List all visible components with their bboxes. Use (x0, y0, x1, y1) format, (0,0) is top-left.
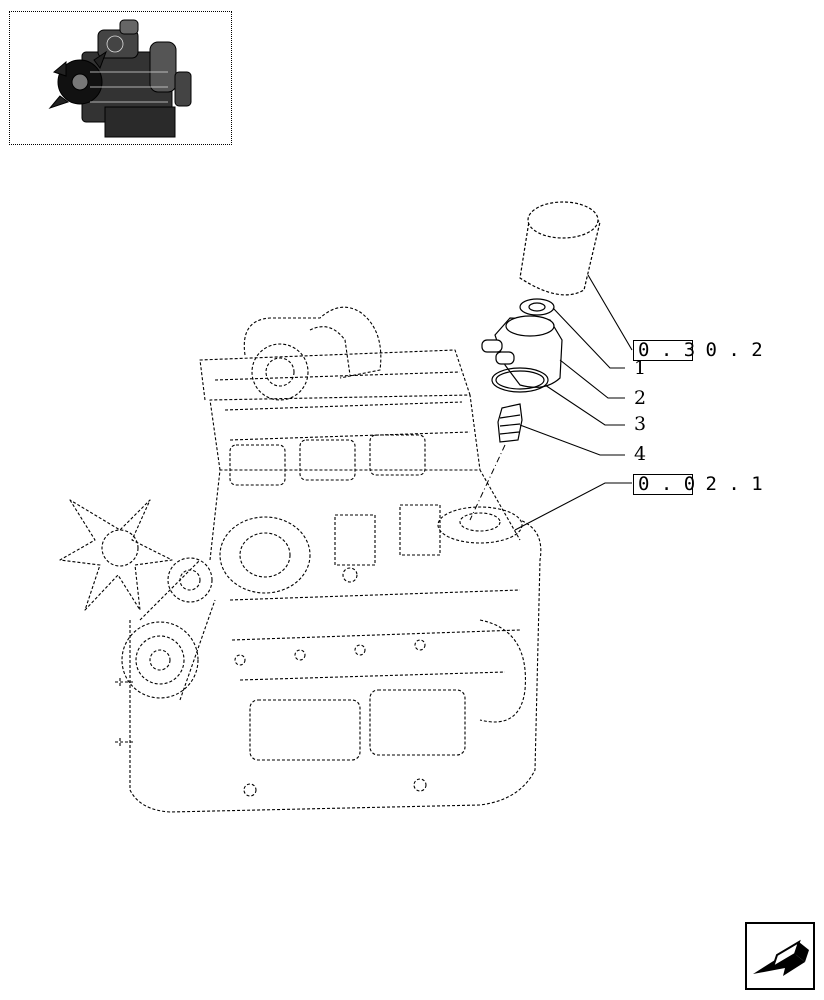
assembly-axis-line (469, 444, 506, 521)
filter-housing (494, 317, 563, 388)
reference-filter-boxed: 0 . 3 (638, 339, 696, 361)
callout-2: 2 (634, 387, 647, 409)
leader-1 (552, 307, 625, 369)
leader-2 (559, 359, 625, 399)
engine-thumbnail-frame[interactable] (9, 11, 232, 145)
back-navigation-button[interactable] (745, 922, 815, 990)
engine-block-outline (129, 519, 542, 813)
reference-filter-rest: 0 . 2 (694, 339, 763, 361)
callout-3: 3 (634, 413, 647, 435)
adapter-bolt (497, 403, 523, 443)
leader-block (514, 482, 632, 531)
o-ring (491, 367, 549, 393)
back-arrow-icon (753, 939, 809, 976)
reference-block-rest: 2 . 1 (694, 473, 763, 495)
callout-4: 4 (634, 443, 647, 465)
leader-4 (519, 424, 625, 456)
fan-blades (59, 499, 173, 611)
reference-block-boxed: 0 . 0 (638, 473, 696, 495)
leader-3 (544, 384, 625, 426)
reference-box-block[interactable] (633, 474, 693, 495)
reference-box-filter[interactable] (633, 340, 693, 361)
engine-thumbnail-icon (48, 19, 192, 138)
callout-1: 1 (634, 357, 647, 379)
leader-filter (587, 274, 633, 351)
